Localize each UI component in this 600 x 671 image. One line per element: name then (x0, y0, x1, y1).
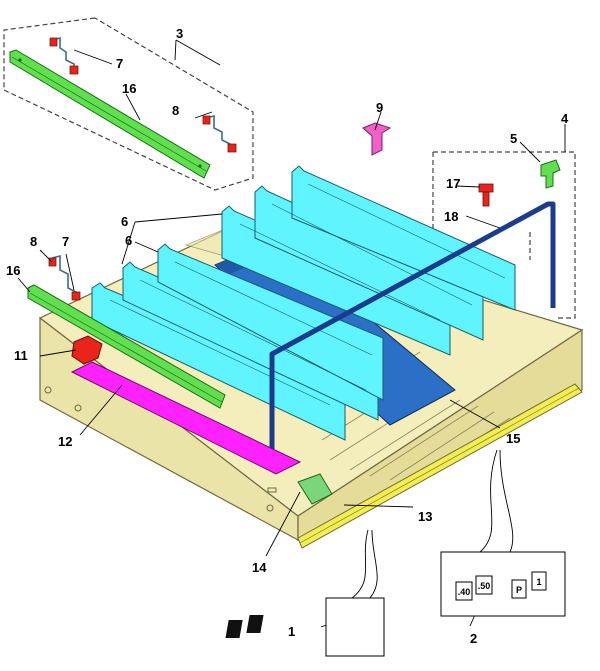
clip-7-8-lower (48, 254, 81, 301)
callout-7-top: 7 (116, 56, 123, 71)
cross-bar-18 (269, 201, 556, 468)
callout-13: 13 (418, 509, 432, 524)
callout-4: 4 (561, 111, 569, 126)
price-tag-2b: .50 (475, 575, 493, 595)
callout-3: 3 (176, 26, 183, 41)
callout-1: 1 (288, 624, 295, 639)
divider-3 (157, 243, 384, 401)
coin-mech-11 (71, 335, 103, 365)
callout-14: 14 (252, 560, 267, 575)
callout-labels: 3 7 16 8 9 4 5 17 18 6 6 8 7 16 11 12 15… (6, 26, 569, 646)
clip-9 (362, 122, 392, 156)
clip-8-top (202, 114, 237, 153)
clip-5 (540, 159, 561, 189)
svg-text:24: 24 (359, 620, 369, 630)
svg-text:.50: .50 (478, 581, 491, 591)
divider-group (91, 165, 516, 441)
callout-12: 12 (58, 434, 72, 449)
callout-9: 9 (376, 100, 383, 115)
callout-8-top: 8 (172, 103, 179, 118)
price-tag-1a: 21 (225, 620, 349, 638)
divider-6 (291, 165, 516, 311)
svg-text:1: 1 (536, 577, 541, 587)
detail-box-top-left (3, 17, 254, 191)
leader-lines (17, 39, 566, 628)
callout-11: 11 (14, 348, 28, 363)
detail-box-top-right (432, 151, 576, 319)
price-tag-1b: 24 (246, 615, 369, 633)
callout-2: 2 (470, 631, 477, 646)
price-tag-2a: .40 (455, 581, 473, 601)
callout-16-top: 16 (122, 81, 136, 96)
price-tag-box-2: .40 .50 P 1 (440, 551, 566, 617)
label-strip-12 (70, 361, 302, 475)
svg-text:21: 21 (339, 625, 349, 635)
callout-5: 5 (510, 131, 517, 146)
svg-text:.40: .40 (458, 587, 471, 597)
callout-15: 15 (506, 431, 520, 446)
callout-18: 18 (444, 209, 458, 224)
side-rail-16 (27, 284, 226, 409)
price-tag-2d: 1 (531, 571, 547, 591)
callout-7-lower: 7 (62, 234, 69, 249)
front-rail-13 (297, 383, 583, 549)
callout-17: 17 (446, 176, 460, 191)
callout-16-lower: 16 (6, 263, 20, 278)
side-rail-top (9, 49, 211, 179)
svg-text:P: P (516, 585, 522, 595)
price-tag-2c: P (511, 579, 527, 599)
screw-17 (478, 183, 494, 207)
clip-7-top (49, 36, 79, 75)
clip-14 (297, 473, 333, 505)
callout-8-lower: 8 (30, 234, 37, 249)
callout-6-a: 6 (121, 214, 128, 229)
price-tag-box-1: 21 24 (225, 597, 385, 657)
callout-6-b: 6 (125, 233, 132, 248)
tag-leaders (351, 449, 514, 599)
